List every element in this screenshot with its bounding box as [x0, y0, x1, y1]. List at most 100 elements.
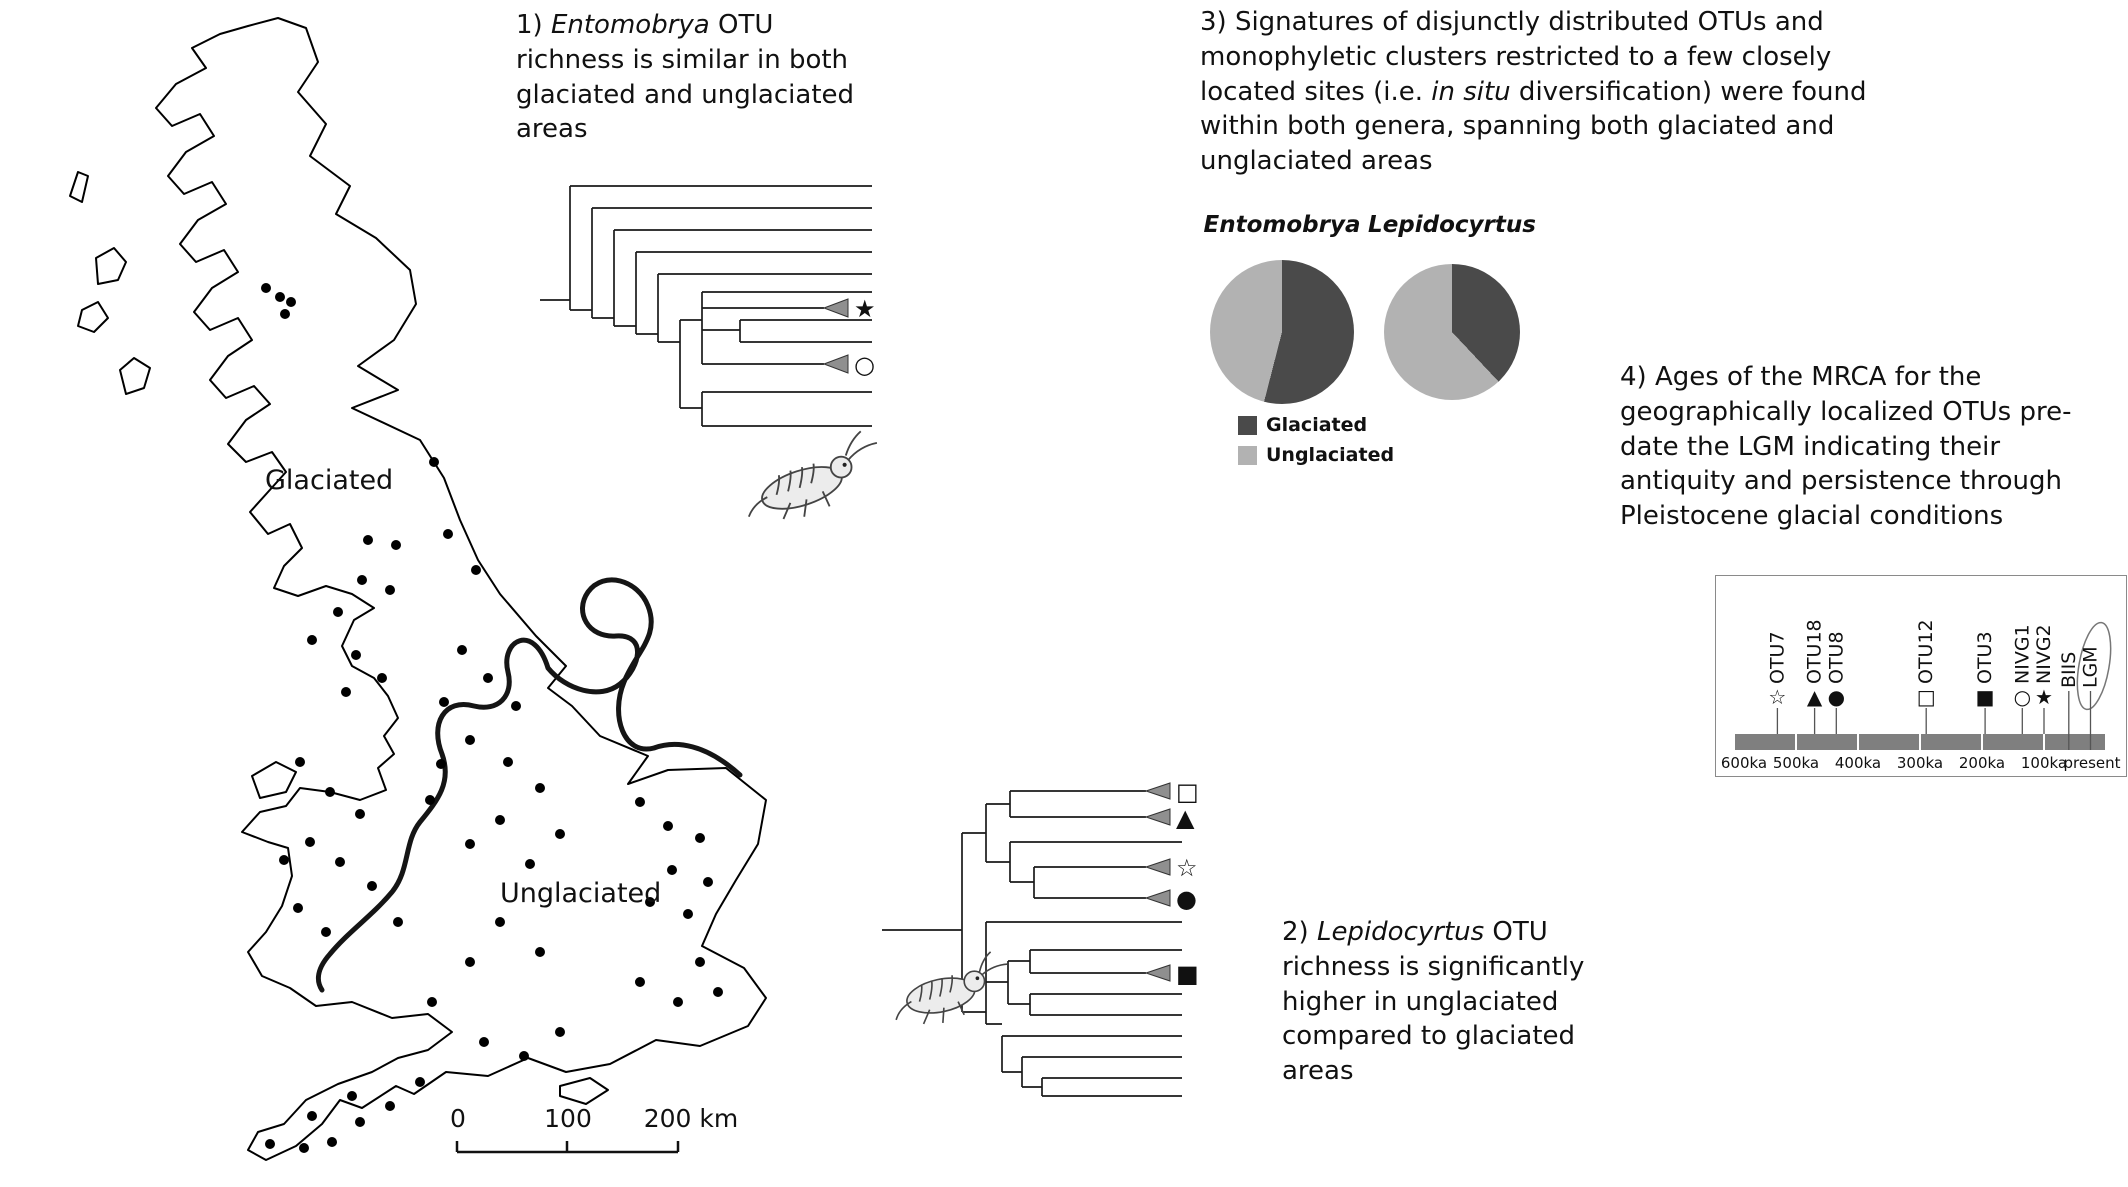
- timeline-axis-tick: 300ka: [1897, 754, 1943, 772]
- map-site-dot: [465, 957, 475, 967]
- springtail-eye: [975, 976, 980, 981]
- map-site-dot: [471, 565, 481, 575]
- map-site-dot: [555, 829, 565, 839]
- map-site-dot: [535, 783, 545, 793]
- map-site-dot: [479, 1037, 489, 1047]
- map-site-dot: [299, 1143, 309, 1153]
- pie-chart-lepidocyrtus: [1384, 264, 1520, 400]
- timeline-axis-tick: 100ka: [2021, 754, 2067, 772]
- map-site-dot: [535, 947, 545, 957]
- map-site-dot: [415, 1077, 425, 1087]
- map-site-dot: [307, 1111, 317, 1121]
- springtail-illustration-entomobrya: [747, 430, 878, 520]
- springtail-head: [963, 970, 986, 993]
- glacial-limit-line: [316, 577, 743, 993]
- collapsed-clade-wedge: [1144, 808, 1171, 826]
- timeline-otu-label-LGM: LGM: [2080, 646, 2102, 688]
- note-2-lepidocyrtus-richness: 2) Lepidocyrtus OTU richness is signific…: [1282, 915, 1642, 1089]
- map-site-dot: [347, 1091, 357, 1101]
- timeline-otu-label-NIVG1: NIVG1: [2011, 624, 2033, 684]
- offshore-islands: [69, 171, 609, 1105]
- timeline-symbol-filled-star: ★: [2035, 685, 2053, 709]
- map-site-dot: [341, 687, 351, 697]
- timeline-bar-segment: [1859, 734, 1919, 750]
- map-site-dot: [351, 650, 361, 660]
- map-site-dot: [663, 821, 673, 831]
- map-site-dot: [327, 1137, 337, 1147]
- note-2-text-rest: OTU richness is significantly higher in …: [1282, 917, 1585, 1087]
- timeline-axis-tick: present: [2063, 754, 2120, 772]
- collapsed-clade-wedge: [1144, 889, 1171, 907]
- map-site-dot: [511, 701, 521, 711]
- note-3-disjunct-signatures: 3) Signatures of disjunctly distributed …: [1200, 5, 1900, 179]
- scalebar-label-100: 100: [544, 1104, 592, 1133]
- map-site-dot: [695, 833, 705, 843]
- map-site-dot: [275, 292, 285, 302]
- note-3-text: 3) Signatures of disjunctly distributed …: [1200, 7, 1832, 107]
- map-site-dot: [305, 837, 315, 847]
- tree-tip-symbol-filled-star: ★: [854, 295, 876, 323]
- map-site-dot: [457, 645, 467, 655]
- map-site-dot: [357, 575, 367, 585]
- map-great-britain: [69, 17, 767, 1161]
- map-site-dot: [377, 673, 387, 683]
- map-site-dot: [703, 877, 713, 887]
- map-site-dot: [393, 917, 403, 927]
- collapsed-clade-wedge: [1144, 964, 1171, 982]
- great-britain-coastline: [155, 17, 767, 1161]
- map-site-dot: [503, 757, 513, 767]
- pie-title-lepidocyrtus: Lepidocyrtus: [1368, 212, 1536, 238]
- springtail-segments: [775, 463, 815, 496]
- note-1-text: 1): [516, 10, 551, 40]
- timeline-otu-label-OTU18: OTU18: [1804, 619, 1826, 684]
- springtail-head: [829, 455, 853, 479]
- map-site-dot: [321, 927, 331, 937]
- map-site-dot: [335, 857, 345, 867]
- map-site-dot: [443, 529, 453, 539]
- map-site-dot: [425, 795, 435, 805]
- map-site-dot: [280, 309, 290, 319]
- scalebar: [455, 1141, 680, 1154]
- tree-branches: [540, 185, 872, 427]
- legend-label-glaciated: Glaciated: [1266, 414, 1368, 436]
- map-site-dot: [427, 997, 437, 1007]
- note-1-entomobrya-richness: 1) Entomobrya OTU richness is similar in…: [516, 8, 884, 147]
- phylogeny-entomobrya: ★ ○: [540, 185, 876, 427]
- timeline-otu-label-OTU8: OTU8: [1825, 631, 1847, 684]
- tree-tip-symbol-filled-triangle: ▲: [1176, 804, 1195, 832]
- map-site-dot: [645, 897, 655, 907]
- legend-swatch-unglaciated: [1238, 445, 1257, 465]
- tree-tip-symbol-open-square: □: [1176, 778, 1199, 806]
- timeline-otu-label-NIVG2: NIVG2: [2033, 624, 2055, 684]
- map-site-dot: [333, 607, 343, 617]
- timeline-axis-tick: 400ka: [1835, 754, 1881, 772]
- scalebar-label-0: 0: [450, 1104, 466, 1133]
- timeline-symbol-filled-triangle: ▲: [1807, 685, 1823, 709]
- timeline-otu-label-OTU3: OTU3: [1974, 631, 1996, 684]
- springtail-eye: [842, 462, 847, 467]
- map-site-dot: [429, 457, 439, 467]
- map-site-dot: [265, 1139, 275, 1149]
- map-site-dot: [525, 859, 535, 869]
- map-site-dot: [495, 815, 505, 825]
- springtail-furca: [895, 1000, 912, 1021]
- map-site-dot: [385, 585, 395, 595]
- map-site-dot: [367, 881, 377, 891]
- springtail-illustration-lepidocyrtus: [895, 951, 1008, 1025]
- timeline-otu-label-OTU7: OTU7: [1766, 631, 1788, 684]
- tree-tip-symbol-filled-circle: ●: [1176, 885, 1197, 913]
- tree-branches: [882, 790, 1182, 1097]
- map-site-dot: [325, 787, 335, 797]
- map-site-dot: [307, 635, 317, 645]
- legend-label-unglaciated: Unglaciated: [1266, 444, 1395, 466]
- pie-chart-entomobrya: [1210, 260, 1354, 404]
- timeline-bar-segment: [1983, 734, 2043, 750]
- springtail-legs: [922, 1001, 965, 1025]
- map-site-dot: [293, 903, 303, 913]
- note-2-genus-italic: Lepidocyrtus: [1316, 917, 1485, 947]
- note-3-text-rest: diversification) were found within both …: [1200, 76, 1867, 177]
- map-site-dot: [483, 673, 493, 683]
- map-site-dot: [355, 1117, 365, 1127]
